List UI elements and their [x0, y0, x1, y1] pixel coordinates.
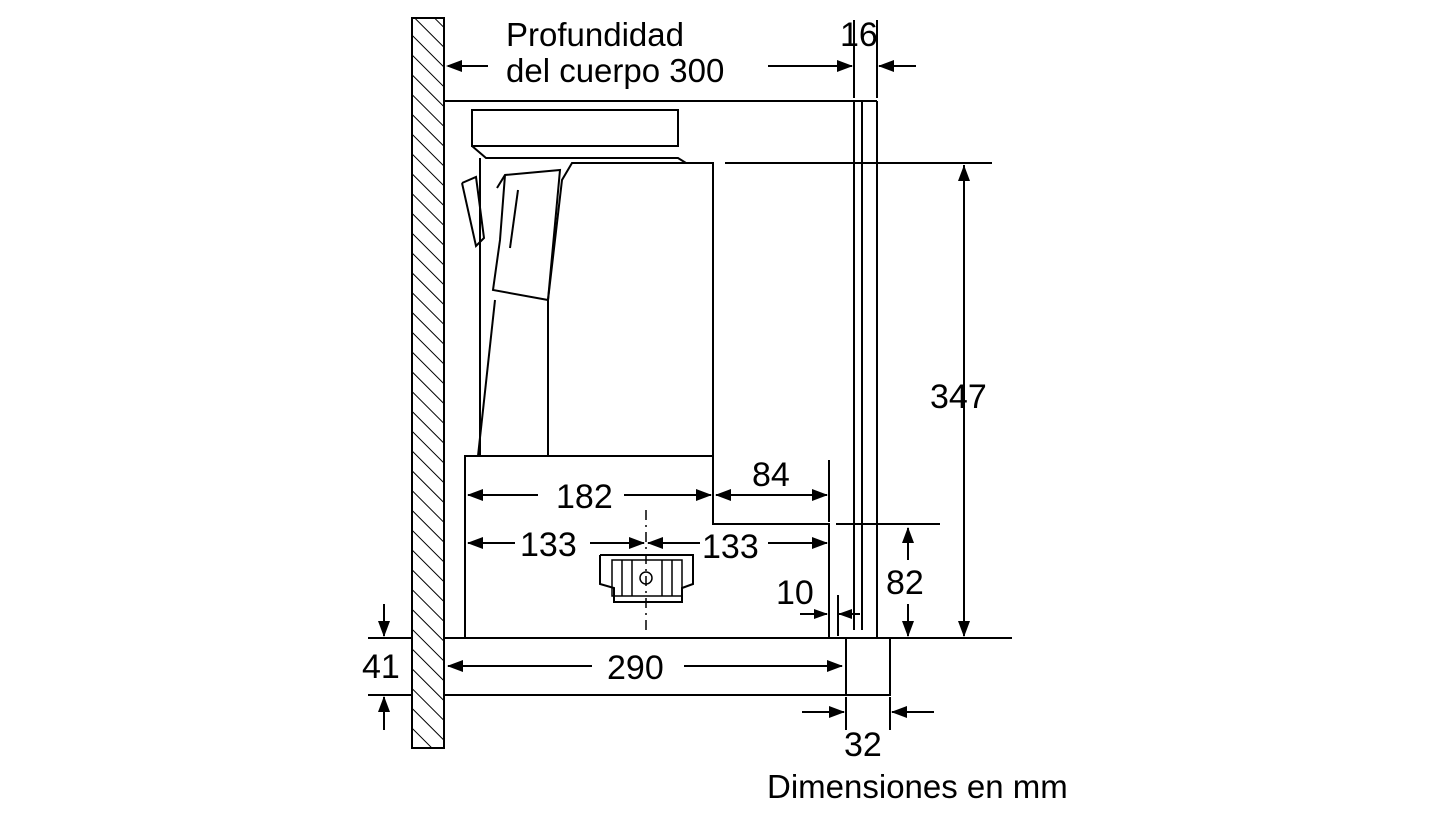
dim-182-label: 182	[556, 478, 613, 516]
dim-347-label: 347	[930, 378, 987, 416]
dim-84-label: 84	[752, 456, 790, 494]
dimension-41: 41	[362, 604, 412, 730]
depth-label-line1: Profundidad	[506, 16, 684, 53]
dimension-10: 10	[776, 574, 860, 636]
dim-133-left-label: 133	[520, 526, 577, 564]
dimension-347: 347	[725, 162, 992, 637]
dimension-32: 32	[802, 697, 934, 764]
wall	[411, 17, 445, 749]
front-panel	[845, 101, 891, 696]
dim-16-label: 16	[840, 16, 878, 54]
hood-lower-box	[464, 455, 830, 638]
dimension-290: 290	[444, 649, 846, 696]
air-outlet-connector	[599, 510, 694, 630]
dimension-16: 16	[840, 16, 916, 98]
depth-label-line2: del cuerpo 300	[506, 52, 724, 89]
dimension-133: 133 133	[467, 526, 828, 566]
dim-290-label: 290	[607, 649, 664, 687]
hood-motor-housing	[461, 109, 714, 457]
dimension-182: 182	[467, 478, 712, 516]
dimension-depth-300: Profundidad del cuerpo 300	[446, 16, 855, 98]
dimension-84: 84	[715, 456, 830, 522]
cabinet-outline	[444, 100, 878, 639]
dim-41-label: 41	[362, 648, 400, 686]
dim-10-label: 10	[776, 574, 814, 612]
dimension-82: 82	[836, 523, 1012, 639]
dim-82-label: 82	[886, 564, 924, 602]
dim-133-right-label: 133	[702, 528, 759, 566]
dim-32-label: 32	[844, 726, 882, 764]
dimensions-caption: Dimensiones en mm	[767, 768, 1068, 805]
